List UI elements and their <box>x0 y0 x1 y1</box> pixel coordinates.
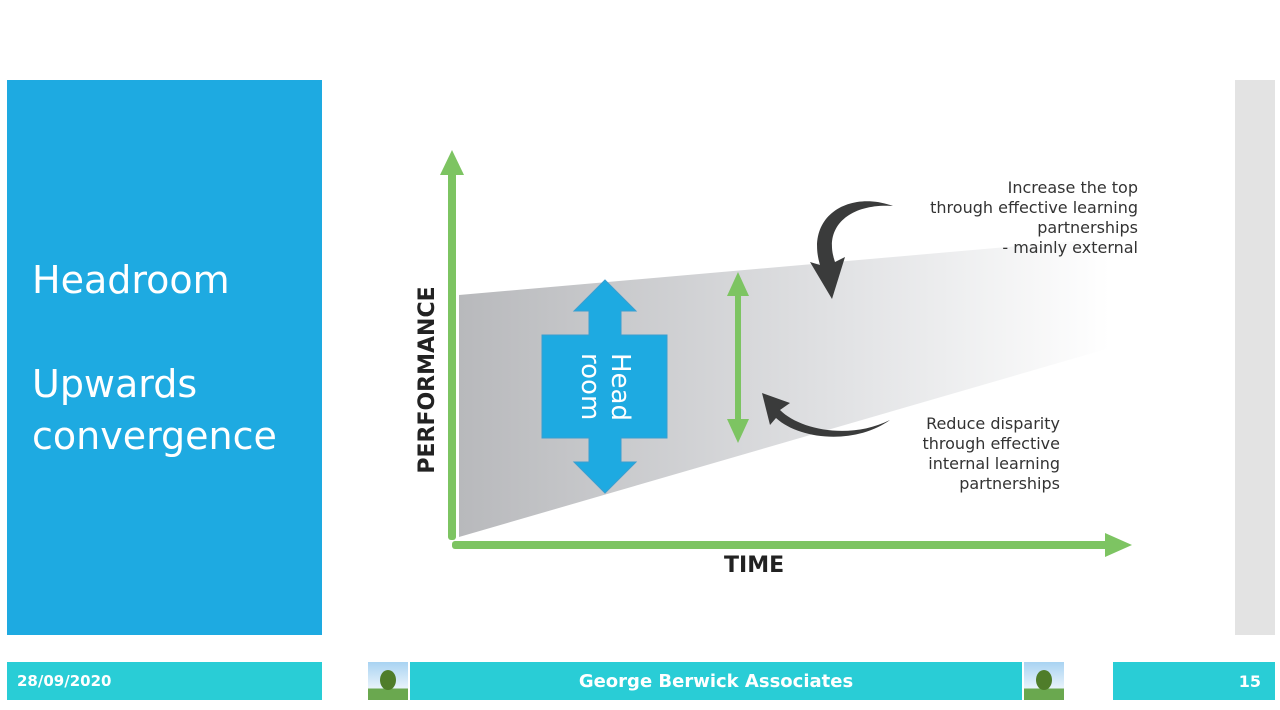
x-axis-arrow <box>452 533 1132 557</box>
headroom-double-arrow <box>541 279 668 494</box>
top-note-line: through effective learning <box>930 198 1138 217</box>
gap-double-arrow <box>727 272 749 443</box>
bottom-note: Reduce disparity through effective inter… <box>923 414 1061 494</box>
top-note-line: Increase the top <box>1007 178 1138 197</box>
bottom-note-line: through effective <box>922 434 1061 453</box>
headroom-label-line2: room <box>575 353 605 421</box>
slide-subtitle-line1: Upwards <box>32 362 198 406</box>
slide-title: Headroom <box>32 258 230 302</box>
tree-logo-icon <box>368 662 408 700</box>
y-axis-arrow <box>440 150 464 540</box>
title-panel: Headroom Upwards convergence <box>7 80 322 635</box>
slide-subtitle-line2: convergence <box>32 414 277 458</box>
y-axis-label-wrap: PERFORMANCE <box>408 286 448 473</box>
curved-arrow-left-icon <box>762 393 890 437</box>
x-axis-label: TIME <box>724 553 785 578</box>
headroom-label: Head room <box>545 337 665 437</box>
footer-date: 28/09/2020 <box>7 662 322 700</box>
bottom-note-line: internal learning <box>928 454 1060 473</box>
footer-org: George Berwick Associates <box>410 662 1022 700</box>
side-panel <box>1235 80 1275 635</box>
bottom-note-line: Reduce disparity <box>926 414 1060 433</box>
top-note-line: - mainly external <box>1002 238 1138 257</box>
tree-logo-icon <box>1024 662 1064 700</box>
top-note: Increase the top through effective learn… <box>930 178 1138 258</box>
top-note-line: partnerships <box>1037 218 1138 237</box>
headroom-label-line1: Head <box>605 353 635 421</box>
bottom-note-line: partnerships <box>959 474 1060 493</box>
page-number: 15 <box>1113 662 1275 700</box>
curved-arrow-down-icon <box>810 201 893 299</box>
y-axis-label: PERFORMANCE <box>415 286 440 474</box>
